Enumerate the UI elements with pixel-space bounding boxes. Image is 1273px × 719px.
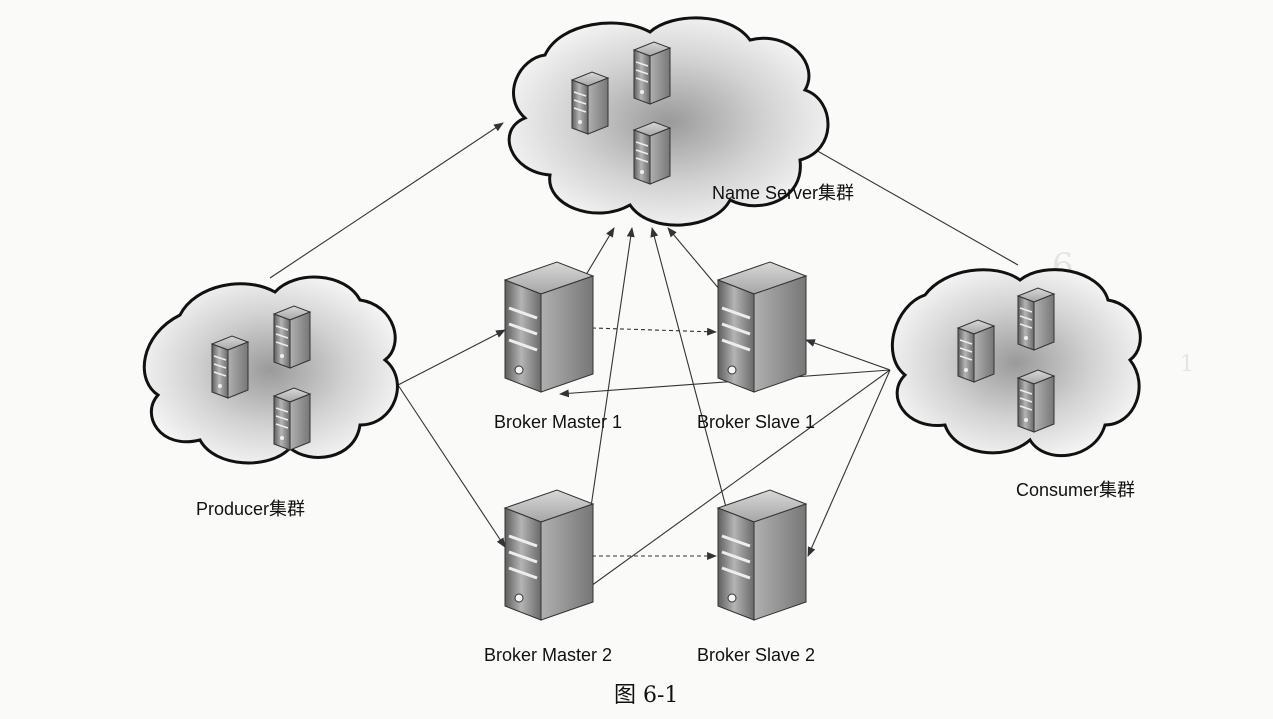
consumer-label: Consumer集群 [1016, 480, 1135, 500]
producer-cloud [142, 275, 399, 465]
name-server-cloud [507, 16, 830, 227]
broker-slave-2-label: Broker Slave 2 [697, 645, 815, 665]
broker-master-1: Broker Master 1 [494, 261, 622, 432]
server-icon [716, 489, 808, 621]
edge-broker-master-1-to-broker-slave-1 [591, 327, 717, 336]
server-icon [570, 71, 610, 135]
edge-broker-slave-2-to-name-server [650, 227, 741, 561]
name-server-label: Name Server集群 [712, 183, 854, 203]
server-icon [503, 261, 595, 393]
edge-consumer-to-broker-slave-2 [807, 369, 891, 557]
server-icon [272, 305, 312, 369]
broker-slave-1: Broker Slave 1 [697, 261, 815, 432]
edge-broker-slave-1-to-name-server [667, 227, 721, 291]
edge-consumer-to-broker-master-2 [554, 369, 891, 613]
edge-producer-to-name-server [269, 122, 504, 279]
server-icon [503, 489, 595, 621]
server-icon [1016, 287, 1056, 351]
figure-caption: 图 6-1 [614, 683, 678, 708]
server-icon [956, 319, 996, 383]
producer-cluster: Producer集群 [142, 275, 399, 519]
edge-producer-to-broker-master-1 [397, 329, 506, 386]
server-icon [632, 121, 672, 185]
broker-slave-1-label: Broker Slave 1 [697, 412, 815, 432]
edge-consumer-to-broker-slave-1 [805, 339, 891, 371]
server-icon [632, 41, 672, 105]
consumer-cloud [890, 268, 1142, 457]
broker-master-2: Broker Master 2 [484, 489, 612, 665]
producer-label: Producer集群 [196, 499, 305, 519]
name-server-cluster: Name Server集群 [507, 16, 854, 227]
edge-producer-to-broker-master-2 [397, 384, 506, 548]
consumer-cluster: Consumer集群 [890, 268, 1142, 500]
server-icon [272, 387, 312, 451]
broker-slave-2: Broker Slave 2 [697, 489, 815, 665]
edge-consumer-to-broker-master-1 [559, 369, 891, 398]
server-icon [210, 335, 250, 399]
server-icon [716, 261, 808, 393]
server-icon [1016, 369, 1056, 433]
broker-master-2-label: Broker Master 2 [484, 645, 612, 665]
broker-master-1-label: Broker Master 1 [494, 412, 622, 432]
